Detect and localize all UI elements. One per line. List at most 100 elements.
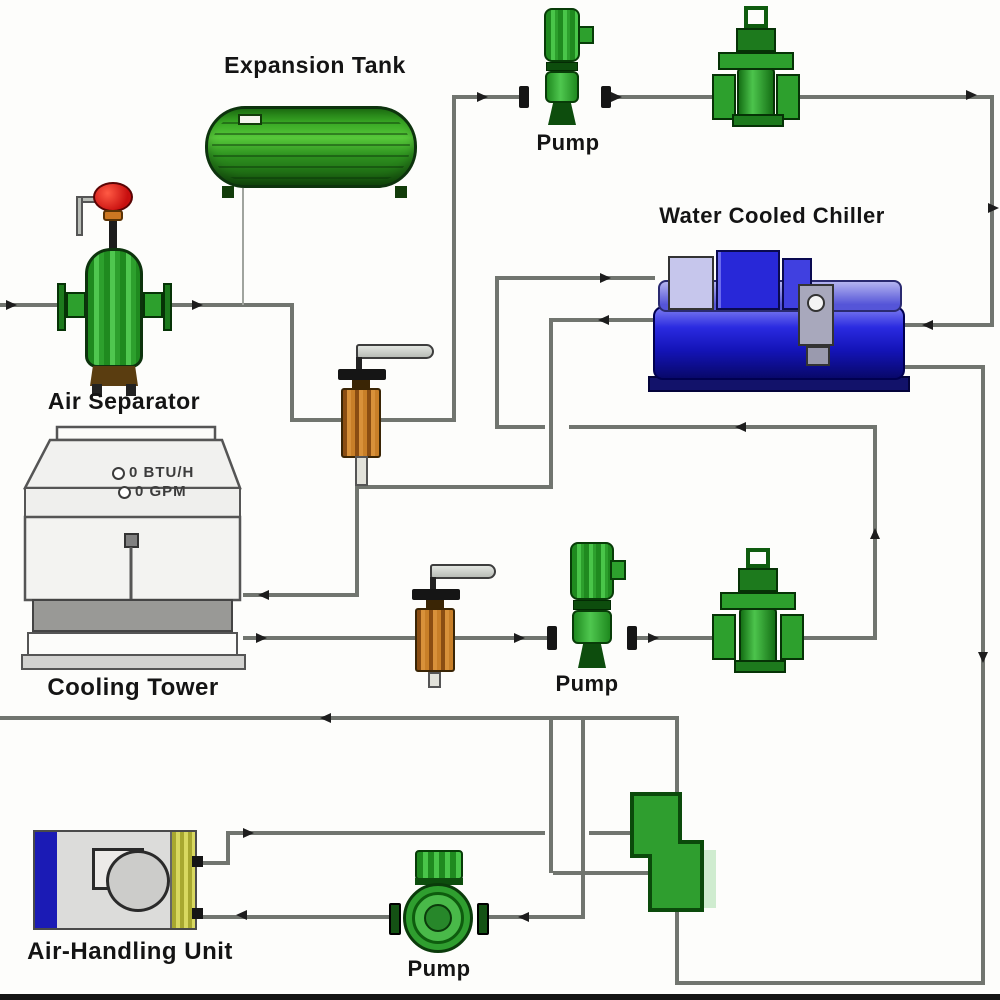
valve-bonnet <box>736 28 776 52</box>
pump-motor <box>415 850 463 880</box>
pump-junction-box <box>610 560 626 580</box>
valve-bonnet <box>738 568 778 592</box>
gate-valve-top <box>710 4 806 128</box>
chiller-sight-glass <box>807 294 825 312</box>
pipe-segment <box>675 906 679 985</box>
pump-casing <box>545 71 579 103</box>
pipe-segment <box>981 367 985 985</box>
gate-valve-mid <box>710 546 806 680</box>
pipe-segment <box>497 276 655 280</box>
btu-value: 0 BTU/H <box>129 464 195 481</box>
separator-skirt <box>90 366 138 386</box>
pipe-segment <box>357 485 553 489</box>
pipe-segment <box>635 636 714 640</box>
flow-arrow <box>6 300 17 310</box>
connection-block-graphic <box>630 792 716 912</box>
flow-arrow <box>966 90 977 100</box>
balancing-valve-lower <box>404 560 504 690</box>
pipe-segment <box>495 276 499 429</box>
separator-vessel <box>85 248 143 368</box>
pipe-segment <box>0 303 58 307</box>
flow-arrow <box>477 92 488 102</box>
valve-stem <box>430 577 436 595</box>
valve-body <box>739 608 777 668</box>
cooling-tower-label: Cooling Tower <box>47 674 219 701</box>
air-vent-stem <box>109 221 117 249</box>
air-separator-label: Air Separator <box>47 388 201 414</box>
flow-arrow <box>922 320 933 330</box>
pump-flange <box>547 626 557 650</box>
valve-port <box>712 74 736 120</box>
separator-foot <box>92 384 102 396</box>
pipe-segment <box>455 636 551 640</box>
pipe-segment <box>243 593 357 597</box>
separator-flange <box>163 283 172 331</box>
separator-nozzle <box>66 292 86 318</box>
pump-base <box>548 103 576 125</box>
pump-bottom <box>385 845 495 960</box>
air-vent-cap <box>93 182 133 212</box>
pump-bottom-label: Pump <box>407 956 471 981</box>
ahu-coil-section <box>170 832 195 928</box>
chiller-control-panel <box>668 256 714 310</box>
pipe-segment <box>604 95 716 99</box>
coil-connection-block <box>628 790 723 915</box>
gpm-value: 0 GPM <box>135 483 187 500</box>
pump-flange <box>477 903 489 935</box>
valve-body <box>415 608 455 672</box>
pump-impeller-eye <box>424 904 452 932</box>
pipe-segment <box>589 831 634 835</box>
valve-handwheel <box>746 548 770 568</box>
pipe-segment <box>549 318 553 489</box>
pipe-segment <box>228 831 545 835</box>
flow-arrow <box>611 92 622 102</box>
pump-coupling <box>573 600 611 610</box>
chiller-valve-box <box>806 346 830 366</box>
tank-foot <box>395 186 407 198</box>
valve-top-flange <box>338 369 386 380</box>
valve-body <box>341 388 381 458</box>
valve-handwheel <box>744 6 768 28</box>
pipe-segment <box>243 636 415 640</box>
chiller-evaporator-shell <box>653 306 905 380</box>
pipe-segment <box>489 915 583 919</box>
separator-nozzle <box>143 292 163 318</box>
valve-port <box>776 74 800 120</box>
valve-foot <box>734 660 786 673</box>
valve-stem <box>356 357 362 375</box>
flow-arrow <box>192 300 203 310</box>
valve-lever-handle <box>430 564 496 579</box>
pump-coupling <box>546 62 578 71</box>
cooling-tower-graphic <box>21 425 246 670</box>
flow-arrow <box>258 590 269 600</box>
pipe-segment <box>497 425 545 429</box>
flow-arrow <box>600 273 611 283</box>
flow-arrow <box>870 528 880 539</box>
water-cooled-chiller <box>640 248 920 398</box>
flow-arrow <box>243 828 254 838</box>
pump-flange <box>389 903 401 935</box>
pipe-segment <box>0 716 679 720</box>
flow-arrow <box>514 633 525 643</box>
pipe-segment <box>170 303 292 307</box>
pipe-segment <box>452 95 456 422</box>
ahu-label: Air-Handling Unit <box>27 938 233 965</box>
pump-top-label: Pump <box>536 130 600 155</box>
pipe-segment <box>581 716 585 919</box>
valve-top-flange <box>412 589 460 600</box>
flow-arrow <box>648 633 659 643</box>
pump-flange <box>627 626 637 650</box>
pipe-segment <box>675 981 985 985</box>
pipe-segment <box>553 871 653 875</box>
valve-body <box>737 68 775 122</box>
pipe-segment <box>903 323 992 327</box>
pipe-segment <box>226 831 230 865</box>
ahu-filter-section <box>35 832 57 928</box>
pipe-segment <box>796 95 994 99</box>
pipe-segment <box>242 188 244 305</box>
pipe-segment <box>355 485 359 597</box>
valve-neck <box>352 380 370 388</box>
image-bottom-edge <box>0 994 1000 1000</box>
pump-band <box>415 878 463 885</box>
